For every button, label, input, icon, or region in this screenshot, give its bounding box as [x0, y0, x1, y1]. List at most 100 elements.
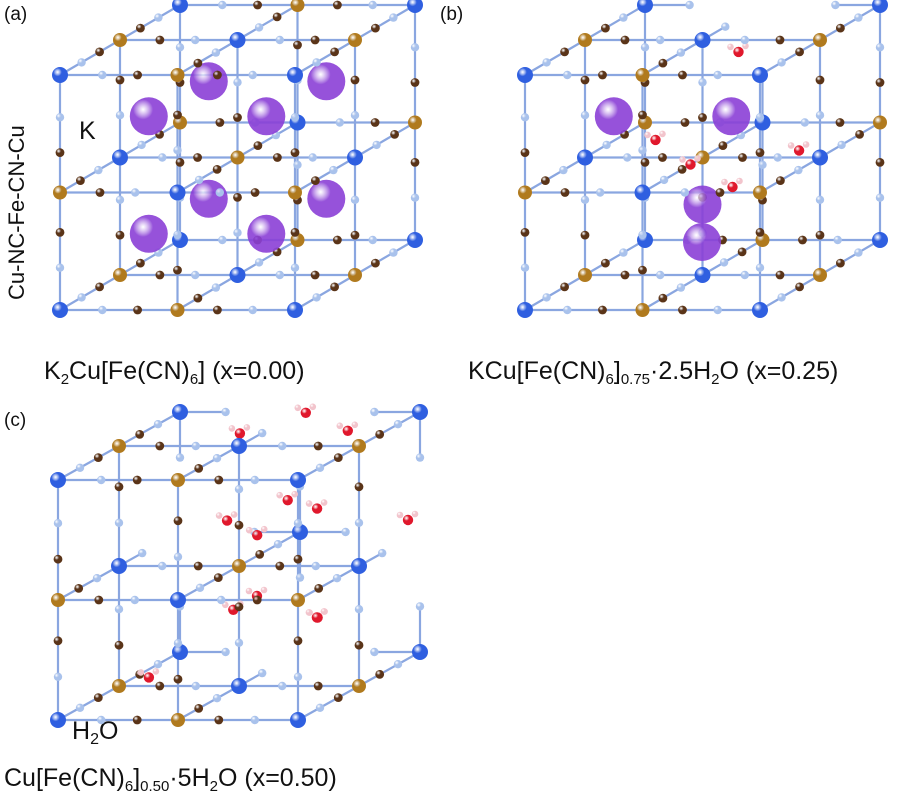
water-label-sub: 2 — [90, 731, 99, 748]
panel-a-atom-nitrogen — [191, 35, 200, 45]
panel-a-atom-nitrogen — [254, 258, 264, 267]
panel-a-atom-nitrogen — [173, 230, 182, 239]
panel-a-atom-carbon — [175, 158, 185, 167]
panel-c-atom-hydrogen — [245, 526, 253, 534]
panel-b-atom-carbon — [775, 270, 785, 280]
caption-c-sub3: 2 — [209, 778, 218, 795]
panel-c-bond — [358, 651, 421, 687]
panel-a-atom-nitrogen — [389, 248, 398, 257]
panel-c-atom-nitrogen — [130, 595, 139, 605]
panel-b-atom-carbon — [776, 176, 785, 186]
panel-b-atom-fe — [873, 115, 887, 130]
panel-a-atom-nitrogen — [211, 48, 221, 57]
panel-c-atom-nitrogen — [153, 420, 163, 429]
panel-b-bond — [641, 274, 704, 311]
caption-c-mid: ] — [133, 764, 141, 792]
panel-c-atom-carbon — [354, 482, 364, 492]
panel-b-atom-carbon — [638, 110, 647, 120]
panel-c-atom-nitrogen — [173, 639, 183, 648]
panel-a-atom-fe — [348, 33, 362, 47]
panel-b-atom-carbon — [640, 158, 650, 167]
panel-a-atom-nitrogen — [115, 195, 125, 204]
panel-c-atom-carbon — [275, 561, 285, 571]
panel-a-atom-carbon — [293, 40, 302, 50]
panel-c-atom-cu — [231, 678, 247, 694]
panel-c-atom-nitrogen — [250, 715, 259, 725]
panel-b-bond — [759, 39, 821, 76]
panel-a-atom-nitrogen — [350, 195, 360, 204]
panel-c-atom-nitrogen — [370, 407, 379, 417]
panel-c-atom-nitrogen — [114, 605, 124, 614]
panel-b-bond — [584, 239, 646, 276]
panel-c-bond — [297, 445, 360, 481]
panel-c-atom-carbon — [375, 430, 385, 439]
panel-a-atom-nitrogen — [98, 70, 107, 80]
panel-a-atom-potassium — [307, 179, 346, 218]
panel-b-atom-carbon — [658, 58, 668, 68]
panel-c-atom-hydrogen — [215, 512, 223, 519]
panel-c-atom-nitrogen — [212, 454, 222, 463]
panel-b-atom-nitrogen — [638, 230, 647, 239]
panel-a-atom-potassium — [129, 97, 168, 136]
panel-c-atom-nitrogen — [354, 518, 364, 527]
panel-c-atom-carbon — [114, 640, 124, 650]
panel-c-atom-nitrogen — [114, 518, 124, 527]
panel-a-atom-carbon — [215, 118, 225, 127]
panel-c-atom-carbon — [293, 636, 303, 646]
panel-b-atom-carbon — [638, 265, 647, 275]
panel-b-atom-cu — [577, 149, 593, 166]
panel-a-atom-nitrogen — [77, 58, 86, 67]
panel-a-atom-fe — [53, 185, 67, 200]
panel-b-atom-cu — [517, 67, 533, 83]
panel-a-atom-nitrogen — [137, 140, 146, 150]
panel-b-atom-nitrogen — [875, 43, 885, 52]
panel-b-atom-nitrogen — [698, 78, 707, 87]
panel-c-atom-nitrogen — [295, 573, 305, 582]
panel-a-atom-nitrogen — [218, 0, 227, 10]
panel-b-atom-cu — [694, 32, 711, 48]
panel-c-atom-oxygen — [300, 407, 311, 418]
panel-c-atom-nitrogen — [75, 463, 85, 472]
caption-b-end: O (x=0.25) — [719, 357, 839, 385]
panel-label-a: (a) — [4, 4, 28, 25]
panel-a-atom-carbon — [273, 153, 282, 162]
panel-b-atom-oxygen — [727, 181, 738, 193]
panel-c-atom-nitrogen — [217, 595, 226, 605]
panel-c-atom-carbon — [214, 715, 224, 725]
panel-a-atom-fe — [290, 0, 305, 12]
panel-b-atom-carbon — [875, 78, 885, 87]
panel-b-atom-oxygen — [685, 159, 696, 170]
panel-b-atom-carbon — [620, 270, 630, 280]
panel-c-atom-fe — [171, 713, 185, 727]
panel-b-atom-potassium — [712, 97, 751, 136]
panel-b-atom-cu — [812, 149, 828, 166]
panel-c-atom-oxygen — [311, 503, 323, 514]
panel-c-atom-carbon — [255, 550, 265, 559]
panel-a-atom-nitrogen — [368, 0, 377, 10]
panel-b-bond — [819, 4, 881, 41]
panel-b-atom-nitrogen — [520, 263, 530, 272]
caption-b-sub1: 6 — [605, 371, 614, 388]
panel-b-bond — [524, 39, 586, 76]
panel-c-atom-fe — [112, 679, 126, 693]
panel-c-atom-hydrogen — [305, 609, 313, 616]
panel-a-atom-carbon — [333, 0, 342, 10]
panel-c-atom-carbon — [234, 520, 244, 530]
caption-b-sub2: 0.75 — [620, 371, 651, 388]
panel-b-atom-nitrogen — [837, 140, 846, 150]
panel-c-bond — [297, 685, 360, 721]
panel-b-bond — [641, 39, 704, 76]
panel-b-atom-carbon — [580, 230, 590, 240]
panel-c-atom-hydrogen — [260, 586, 268, 594]
panel-b-atom-carbon — [835, 118, 845, 127]
panel-c-atom-nitrogen — [221, 407, 230, 417]
panel-c-atom-hydrogen — [411, 510, 419, 518]
panel-b-atom-nitrogen — [520, 113, 530, 122]
panel-a-atom-carbon — [193, 153, 203, 162]
panel-b-atom-carbon — [601, 23, 610, 33]
panel-b-atom-carbon — [560, 47, 569, 57]
panel-a-atom-nitrogen — [410, 43, 420, 52]
panel-a-bond — [119, 4, 181, 41]
panel-a-atom-nitrogen — [173, 146, 182, 155]
panel-c-atom-nitrogen — [158, 561, 167, 571]
